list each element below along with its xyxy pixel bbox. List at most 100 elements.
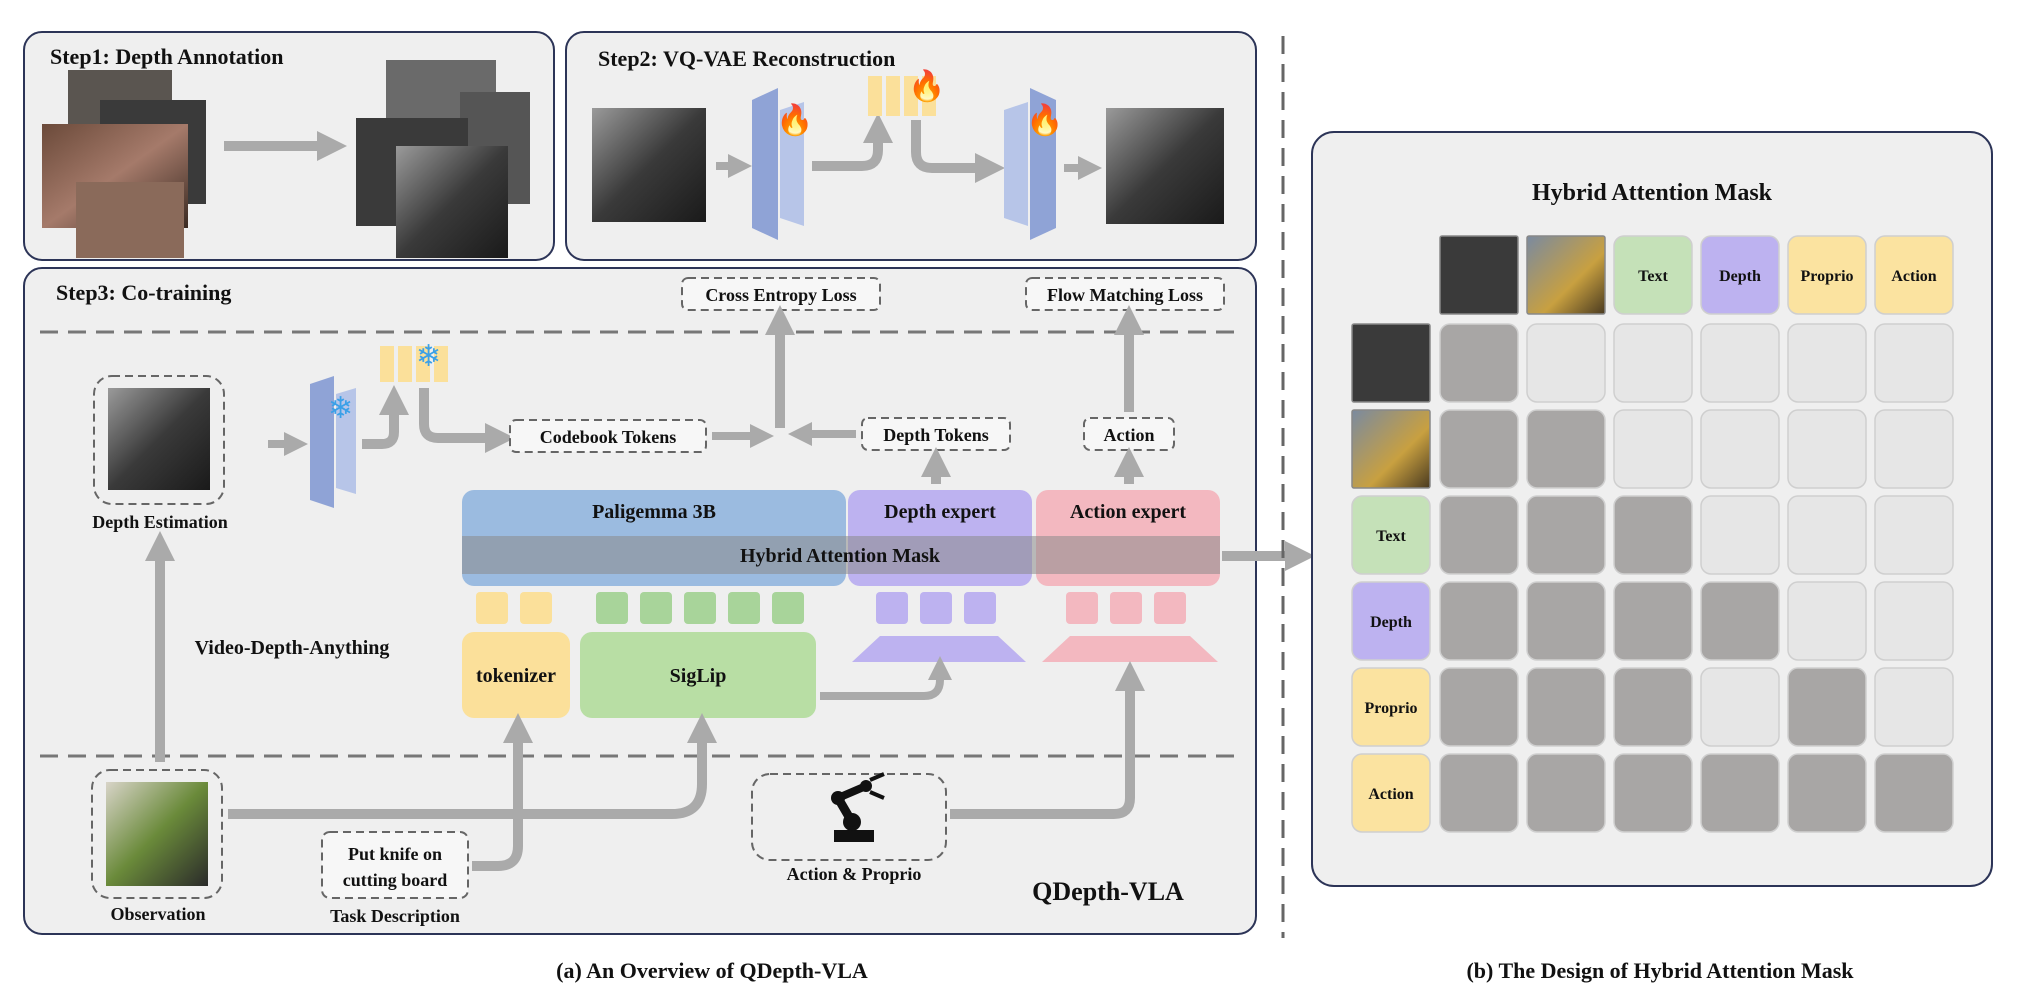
- step2-panel: Step2: VQ-VAE Reconstruction 🔥 🔥 🔥: [565, 31, 1257, 261]
- codebook-tokens-box: [509, 419, 707, 453]
- video-depth-anything-label: Video-Depth-Anything: [195, 637, 390, 659]
- col-header-action-label: Action: [1891, 268, 1936, 285]
- action-proprio-box: [751, 773, 947, 861]
- action-output-label: Action: [1104, 425, 1155, 445]
- model-name-label: QDepth-VLA: [1032, 877, 1184, 906]
- mask-cell: [1526, 667, 1606, 747]
- mask-cell: [1439, 753, 1519, 833]
- mask-cell: [1526, 581, 1606, 661]
- row-header-image-2: [1351, 409, 1431, 489]
- siglip-label: SigLip: [670, 665, 727, 687]
- col-header-action: [1874, 235, 1954, 315]
- tokenizer-label: tokenizer: [476, 665, 556, 687]
- action-expert-label: Action expert: [1070, 501, 1186, 523]
- siglip-block: [580, 632, 816, 718]
- codebook-tokens-block: [868, 76, 936, 116]
- rgb-frames-image: [42, 70, 206, 258]
- depth-frames-image: [356, 60, 530, 258]
- mask-cell: [1526, 495, 1606, 575]
- fire-icon: 🔥: [908, 68, 945, 103]
- tokenizer-block: [462, 632, 570, 718]
- flow-matching-loss-label: Flow Matching Loss: [1047, 285, 1203, 305]
- depth-tokens-box: [861, 417, 1011, 451]
- mask-cell: [1439, 495, 1519, 575]
- mask-cell: [1613, 409, 1693, 489]
- mask-cell: [1787, 409, 1867, 489]
- text-token-squares: [476, 592, 552, 624]
- action-output-box: [1083, 417, 1175, 451]
- depth-expert-label: Depth expert: [884, 501, 996, 523]
- panel-b-title: Hybrid Attention Mask: [1532, 180, 1773, 206]
- col-header-text-label: Text: [1638, 268, 1668, 285]
- mask-cell: [1787, 753, 1867, 833]
- depth-estimation-image: [108, 388, 210, 490]
- step3-panel: Step3: Co-training Cross Entropy Loss Fl…: [23, 267, 1315, 935]
- depth-token-squares: [876, 592, 996, 624]
- step1-title: Step1: Depth Annotation: [50, 44, 283, 69]
- mask-cell: [1526, 409, 1606, 489]
- step1-panel: Step1: Depth Annotation: [23, 31, 555, 261]
- vqvae-decoder: [1004, 88, 1056, 240]
- codebook-tokens-label: Codebook Tokens: [540, 427, 677, 447]
- snowflake-icon: ❄: [416, 340, 441, 373]
- row-header-action: [1351, 753, 1431, 833]
- col-header-image-2: [1526, 235, 1606, 315]
- mask-cell: [1787, 323, 1867, 403]
- input-depth-image: [592, 108, 706, 222]
- image-token-squares: [596, 592, 804, 624]
- caption-a: (a) An Overview of QDepth-VLA: [556, 958, 868, 983]
- observation-box: [91, 769, 223, 899]
- mask-cell: [1874, 409, 1954, 489]
- mask-cell: [1613, 581, 1693, 661]
- mask-cell: [1439, 323, 1519, 403]
- row-header-action-label: Action: [1368, 786, 1413, 803]
- task-line-1: Put knife on: [348, 844, 442, 864]
- action-projector: [1042, 636, 1218, 662]
- reconstructed-depth-image: [1106, 108, 1224, 224]
- mask-cell: [1700, 667, 1780, 747]
- mask-cell: [1613, 495, 1693, 575]
- mask-cell: [1700, 753, 1780, 833]
- mask-cell: [1439, 667, 1519, 747]
- depth-projector: [852, 636, 1026, 662]
- mask-cell: [1874, 753, 1954, 833]
- paligemma-label: Paligemma 3B: [592, 501, 716, 523]
- col-header-depth-label: Depth: [1719, 268, 1761, 285]
- mask-cell: [1874, 495, 1954, 575]
- row-header-depth: [1351, 581, 1431, 661]
- col-header-text: [1613, 235, 1693, 315]
- caption-b: (b) The Design of Hybrid Attention Mask: [1466, 958, 1854, 983]
- mask-cell: [1787, 495, 1867, 575]
- mask-cell: [1439, 581, 1519, 661]
- cross-entropy-loss-label: Cross Entropy Loss: [705, 285, 856, 305]
- vqvae-encoder: [752, 88, 804, 240]
- mask-cell: [1613, 667, 1693, 747]
- mask-cell: [1874, 581, 1954, 661]
- mask-cell: [1526, 753, 1606, 833]
- mask-cell: [1874, 667, 1954, 747]
- snowflake-icon: ❄: [328, 392, 353, 425]
- observation-image: [106, 782, 208, 886]
- mask-cell: [1613, 753, 1693, 833]
- mask-cell: [1613, 323, 1693, 403]
- row-header-proprio-label: Proprio: [1364, 700, 1417, 717]
- col-header-proprio: [1787, 235, 1867, 315]
- col-header-proprio-label: Proprio: [1800, 268, 1853, 285]
- robot-arm-icon: [831, 772, 885, 842]
- row-header-depth-label: Depth: [1370, 614, 1412, 631]
- action-proprio-label: Action & Proprio: [787, 864, 922, 884]
- task-line-2: cutting board: [343, 870, 448, 890]
- mask-cell: [1787, 581, 1867, 661]
- mask-cell: [1439, 409, 1519, 489]
- task-description-label: Task Description: [330, 906, 460, 926]
- depth-estimation-label: Depth Estimation: [92, 512, 228, 532]
- step3-title: Step3: Co-training: [56, 280, 231, 305]
- mask-cell: [1700, 581, 1780, 661]
- step2-title: Step2: VQ-VAE Reconstruction: [598, 46, 895, 71]
- row-header-text: [1351, 495, 1431, 575]
- fire-icon: 🔥: [776, 102, 813, 137]
- row-header-text-label: Text: [1376, 528, 1406, 545]
